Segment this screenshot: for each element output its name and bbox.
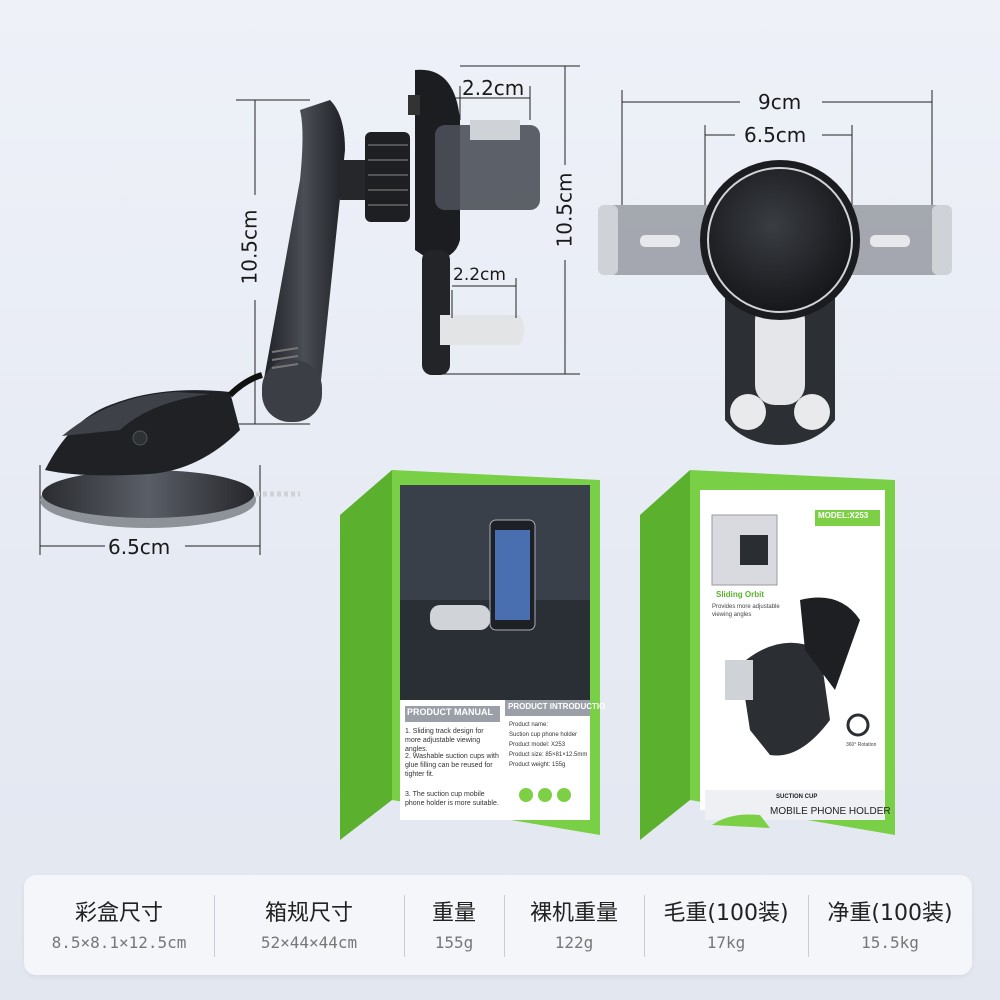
dimension-lines-left	[39, 99, 310, 555]
holder-illustrations	[39, 65, 952, 840]
spec-value: 15.5kg	[861, 933, 919, 952]
dim-side-height: 10.5cm	[237, 209, 262, 285]
box-right-category: SUCTION CUP	[776, 794, 818, 800]
box-right-feature-title: Sliding Orbit	[716, 590, 764, 599]
box-left-intro-3: Product model: X253	[509, 742, 566, 748]
dimension-lines-right	[621, 90, 933, 205]
spec-divider	[214, 895, 215, 957]
spec-divider	[404, 895, 405, 957]
dim-mid-height: 10.5cm	[552, 172, 577, 248]
spec-label: 毛重(100装)	[663, 901, 789, 926]
dim-base-width: 6.5cm	[108, 535, 171, 559]
spec-col-gross-weight: 毛重(100装) 17kg	[644, 875, 808, 975]
spec-label: 彩盒尺寸	[74, 901, 163, 926]
box-right-feature-desc: Provides more adjustable viewing angles	[712, 604, 780, 618]
spec-divider	[808, 895, 809, 957]
spec-value: 17kg	[706, 933, 746, 952]
box-left-manual-title: PRODUCT MANUAL	[407, 707, 493, 717]
spec-divider	[504, 895, 505, 957]
dim-top-width: 2.2cm	[462, 76, 525, 100]
spec-col-box-size: 彩盒尺寸 8.5×8.1×12.5cm	[24, 875, 214, 975]
dim-front-inner: 6.5cm	[744, 123, 807, 147]
box-left-intro-5: Product weight: 155g	[509, 762, 566, 768]
suction-cup-base	[40, 372, 300, 528]
spec-value: 155g	[434, 933, 474, 952]
box-left-intro-4: Product size: 85×81×12.5mm	[509, 752, 588, 758]
spec-col-weight: 重量 155g	[404, 875, 504, 975]
clamp-front-view	[598, 160, 952, 445]
spec-col-net-weight: 净重(100装) 15.5kg	[808, 875, 972, 975]
clamp-side-view	[340, 69, 540, 375]
box-left-manual-1: 1. Sliding track design for more adjusta…	[405, 728, 484, 753]
spec-label: 箱规尺寸	[264, 901, 353, 926]
spec-value: 52×44×44cm	[260, 933, 358, 952]
dim-hook-width: 2.2cm	[453, 265, 506, 285]
box-left-intro-title: PRODUCT INTRODUCTIO	[508, 702, 606, 711]
spec-value: 8.5×8.1×12.5cm	[51, 933, 187, 952]
box-left-intro-1: Product name:	[509, 722, 549, 728]
dimension-lines-middle	[430, 65, 580, 375]
spec-divider	[644, 895, 645, 957]
gift-box-left	[340, 470, 600, 840]
spec-col-carton-size: 箱规尺寸 52×44×44cm	[214, 875, 404, 975]
spec-label: 裸机重量	[529, 901, 618, 926]
spec-label: 重量	[431, 901, 476, 926]
box-right-model: MODEL:X253	[818, 511, 869, 520]
box-left-intro-2: Suction cup phone holder	[509, 732, 578, 738]
box-right-product-name: MOBILE PHONE HOLDER	[770, 806, 891, 817]
dim-front-width: 9cm	[758, 90, 802, 114]
holder-arm	[262, 100, 345, 422]
spec-label: 净重(100装)	[827, 901, 953, 926]
gift-box-right	[640, 470, 895, 840]
box-left-manual-3: 3. The suction cup mobile phone holder i…	[405, 791, 499, 807]
spec-col-bare-weight: 裸机重量 122g	[504, 875, 644, 975]
box-right-rotation: 360° Rotation	[846, 742, 877, 748]
spec-table: 彩盒尺寸 8.5×8.1×12.5cm 箱规尺寸 52×44×44cm 重量 1…	[24, 875, 972, 975]
spec-value: 122g	[554, 933, 594, 952]
box-left-manual-2: 2. Washable suction cups with glue filli…	[405, 753, 499, 778]
